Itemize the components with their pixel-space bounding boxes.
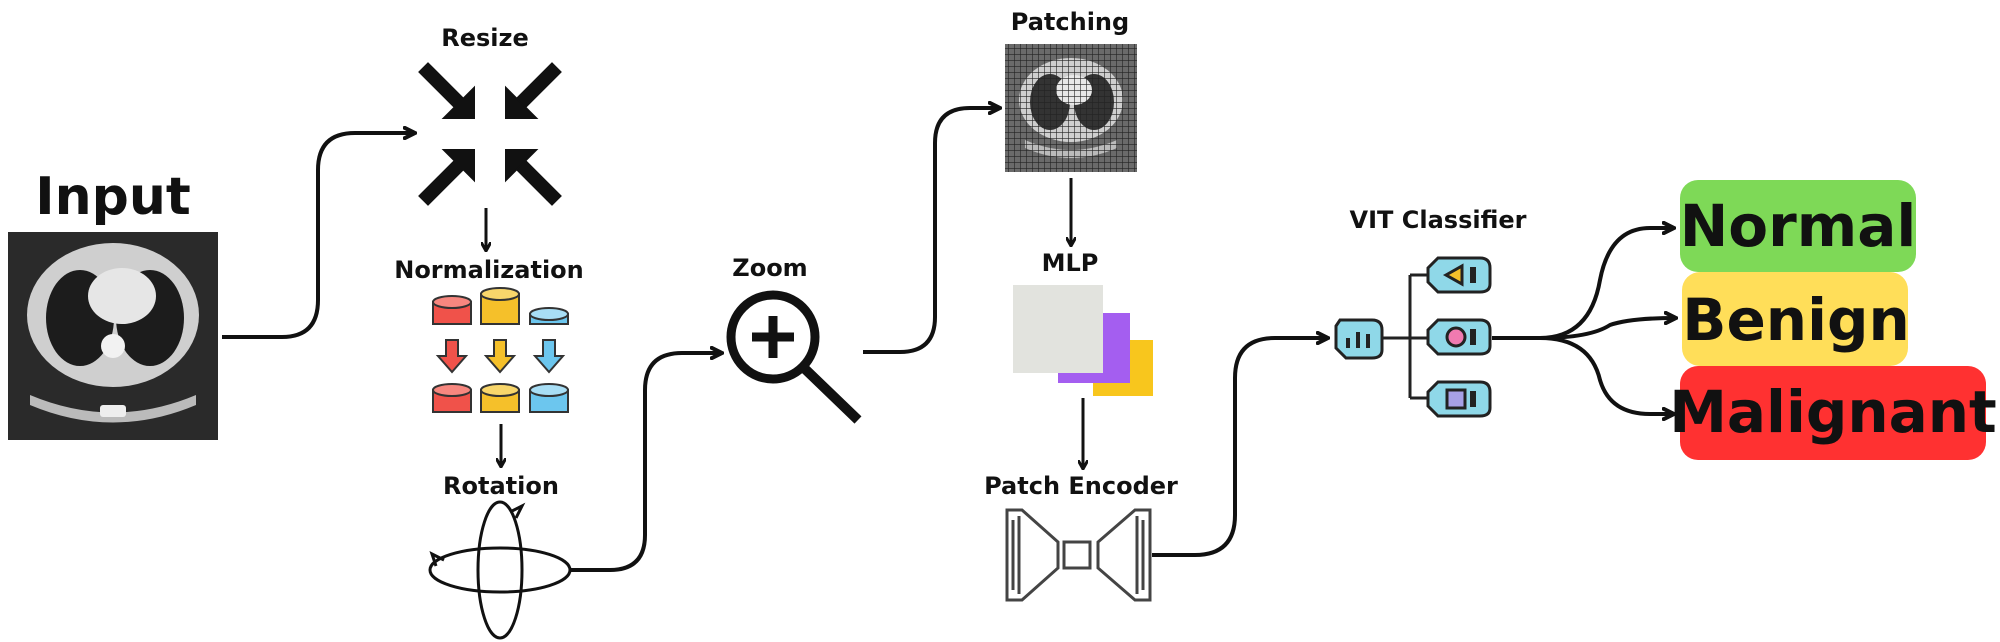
vit-classifier-label: VIT Classifier	[1350, 206, 1527, 234]
ct-scan-image	[8, 232, 218, 440]
normalization-label: Normalization	[394, 256, 584, 284]
mlp-label: MLP	[1042, 249, 1099, 277]
patching-label: Patching	[1011, 8, 1129, 36]
connector-encoder-vit	[1152, 338, 1328, 557]
output-benign-box: Benign	[1682, 272, 1910, 366]
layered-squares-icon	[1013, 285, 1153, 396]
compress-arrows-icon	[418, 62, 562, 206]
connectors	[222, 108, 1676, 572]
patch-encoder-label: Patch Encoder	[984, 472, 1178, 500]
zoom-label: Zoom	[732, 254, 807, 282]
output-malignant-bg	[1680, 366, 1986, 460]
output-normal-label: Normal	[1680, 192, 1916, 260]
resize-label: Resize	[441, 24, 529, 52]
input-label: Input	[35, 167, 190, 227]
output-normal-box: Normal	[1680, 180, 1916, 272]
output-malignant-label: Malignant	[1669, 378, 1997, 446]
zoom-in-icon	[726, 290, 862, 424]
output-malignant-box: Malignant	[1669, 366, 1997, 460]
database-transform-icon	[432, 287, 569, 413]
connector-rotation-zoom	[570, 353, 722, 572]
hierarchy-node-icon	[1334, 256, 1492, 418]
connector-input-resize	[222, 133, 415, 339]
encoder-decoder-icon	[1005, 508, 1152, 602]
rotate-3d-icon	[428, 500, 572, 640]
connector-zoom-patching	[863, 108, 1000, 354]
connector-vit-malignant	[1539, 336, 1674, 414]
connector-vit-normal	[1492, 228, 1674, 340]
patched-ct-image	[1005, 44, 1137, 172]
rotation-label: Rotation	[443, 472, 559, 500]
output-normal-bg	[1680, 180, 1916, 272]
connector-vit-benign	[1539, 318, 1676, 340]
output-benign-label: Benign	[1682, 286, 1910, 354]
output-benign-bg	[1682, 272, 1908, 366]
